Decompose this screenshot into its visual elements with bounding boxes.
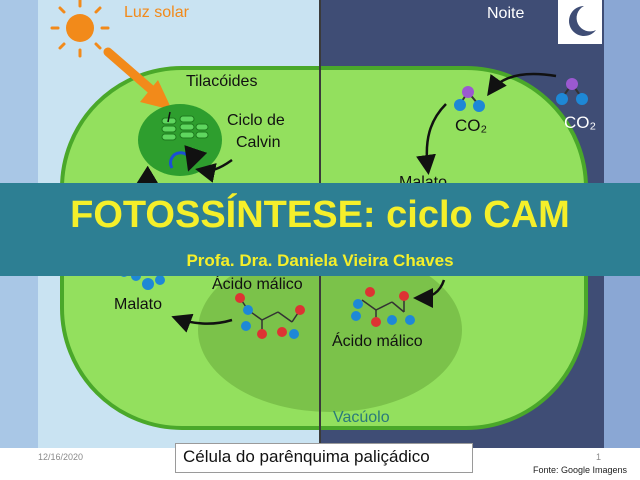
co2-molecule-cell xyxy=(454,86,485,112)
page-number: 1 xyxy=(596,452,602,462)
sun-icon xyxy=(50,0,110,58)
co2-uptake-arrow xyxy=(487,72,557,97)
co2-to-malate-arrow xyxy=(416,103,447,175)
night-label: Noite xyxy=(487,5,525,22)
co2-outside-label: CO₂ xyxy=(564,113,597,132)
source-credit: Fonte: Google Imagens xyxy=(533,465,628,475)
co2-molecule-outside xyxy=(556,78,588,105)
malate-day-label: Malato xyxy=(114,296,163,313)
malic-acid-day-label: Ácido málico xyxy=(212,276,303,293)
vacuole-label: Vacúolo xyxy=(333,409,390,426)
title-banner xyxy=(0,183,640,276)
thylakoid-pointer xyxy=(167,111,171,123)
malic-acid-molecule-night xyxy=(351,287,415,327)
malic-acid-night-label: Ácido málico xyxy=(332,333,423,350)
acid-to-malate-arrow xyxy=(171,313,233,333)
calvin-cycle-label-line2: Calvin xyxy=(236,134,281,151)
moon-icon xyxy=(558,0,602,44)
calvin-arrow xyxy=(195,158,233,183)
sunlight-arrow xyxy=(103,47,172,110)
author-name: Profa. Dra. Daniela Vieira Chaves xyxy=(186,251,454,270)
co2-cell-label: CO₂ xyxy=(455,116,488,135)
slide-date: 12/16/2020 xyxy=(38,452,84,462)
slide-title: FOTOSSÍNTESE: ciclo CAM xyxy=(70,194,570,236)
day-label: Luz solar xyxy=(124,4,189,21)
malic-acid-molecule-day xyxy=(235,293,305,339)
chloroplast xyxy=(138,104,222,176)
calvin-cycle-label-line1: Ciclo de xyxy=(227,112,285,129)
malate-to-calvin-arrow xyxy=(135,165,159,185)
thylakoids-label: Tilacóides xyxy=(186,73,258,90)
caption-box xyxy=(175,443,473,473)
cell-caption: Célula do parênquima paliçádico xyxy=(183,447,430,466)
malate-to-acid-arrow xyxy=(413,279,446,308)
vacuole xyxy=(198,248,462,412)
